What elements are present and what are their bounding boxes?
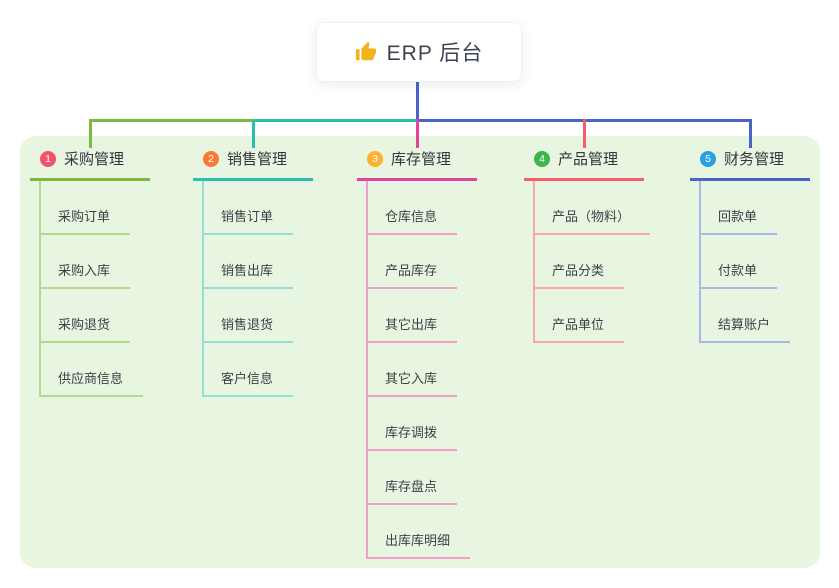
branch-label: 销售管理: [227, 151, 288, 168]
child-node-label: 其它入库: [385, 371, 438, 386]
child-node-label: 产品分类: [552, 263, 605, 278]
root-node-erp[interactable]: ERP 后台: [316, 22, 522, 82]
badge-4-icon: 4: [534, 150, 550, 167]
child-node-label: 采购退货: [58, 317, 111, 332]
branch-inventory-management: 3 库存管理 仓库信息产品库存其它出库其它入库库存调拨库存盘点出库库明细: [357, 148, 507, 559]
child-node-label: 库存盘点: [385, 479, 438, 494]
branch-label: 财务管理: [724, 151, 785, 168]
child-node[interactable]: 供应商信息: [40, 343, 144, 397]
child-node[interactable]: 付款单: [700, 235, 778, 289]
child-node-label: 供应商信息: [58, 371, 124, 386]
branch-finance-management: 5 财务管理 回款单付款单结算账户: [690, 148, 839, 343]
connector-line: [417, 119, 752, 122]
child-node-label: 销售退货: [221, 317, 274, 332]
branch-node-sales[interactable]: 2 销售管理: [193, 148, 313, 181]
badge-3-icon: 3: [367, 150, 383, 167]
badge-5-icon: 5: [700, 150, 716, 167]
branch-label: 产品管理: [558, 151, 619, 168]
child-node[interactable]: 库存盘点: [367, 451, 458, 505]
child-node-label: 产品库存: [385, 263, 438, 278]
connector-line: [90, 119, 253, 122]
child-node[interactable]: 采购订单: [40, 181, 131, 235]
child-node[interactable]: 产品（物料）: [534, 181, 651, 235]
child-node-label: 采购入库: [58, 263, 111, 278]
child-node[interactable]: 产品库存: [367, 235, 458, 289]
child-node[interactable]: 销售出库: [203, 235, 294, 289]
child-node[interactable]: 采购退货: [40, 289, 131, 343]
branch-node-purchase[interactable]: 1 采购管理: [30, 148, 150, 181]
child-node-label: 仓库信息: [385, 209, 438, 224]
child-node-label: 产品单位: [552, 317, 605, 332]
branch-label: 采购管理: [64, 151, 125, 168]
child-node[interactable]: 出库库明细: [367, 505, 471, 559]
connector-line: [416, 82, 419, 122]
child-node-label: 其它出库: [385, 317, 438, 332]
child-node[interactable]: 采购入库: [40, 235, 131, 289]
child-node[interactable]: 客户信息: [203, 343, 294, 397]
connector-line: [253, 119, 417, 122]
branch-sales-management: 2 销售管理 销售订单销售出库销售退货客户信息: [193, 148, 343, 397]
child-node-label: 销售订单: [221, 209, 274, 224]
child-node[interactable]: 结算账户: [700, 289, 791, 343]
child-node-label: 产品（物料）: [552, 209, 631, 224]
child-node[interactable]: 仓库信息: [367, 181, 458, 235]
branch-product-management: 4 产品管理 产品（物料） 产品分类产品单位: [524, 148, 674, 343]
child-node-label: 客户信息: [221, 371, 274, 386]
child-node[interactable]: 销售退货: [203, 289, 294, 343]
child-node-label: 库存调拨: [385, 425, 438, 440]
branch-node-product[interactable]: 4 产品管理: [524, 148, 644, 181]
child-node[interactable]: 其它入库: [367, 343, 458, 397]
child-node[interactable]: 回款单: [700, 181, 778, 235]
child-node[interactable]: 销售订单: [203, 181, 294, 235]
branch-children: 产品（物料） 产品分类产品单位: [524, 181, 674, 343]
child-node[interactable]: 产品分类: [534, 235, 625, 289]
badge-1-icon: 1: [40, 150, 56, 167]
child-node[interactable]: 产品单位: [534, 289, 625, 343]
child-node-label: 结算账户: [718, 317, 771, 332]
branch-children: 销售订单销售出库销售退货客户信息: [193, 181, 343, 397]
branches-panel: [20, 136, 820, 568]
child-node-label: 出库库明细: [385, 533, 451, 548]
branch-children: 仓库信息产品库存其它出库其它入库库存调拨库存盘点出库库明细: [357, 181, 507, 559]
child-node[interactable]: 库存调拨: [367, 397, 458, 451]
child-node-label: 回款单: [718, 209, 758, 224]
child-node[interactable]: 其它出库: [367, 289, 458, 343]
branch-node-inventory[interactable]: 3 库存管理: [357, 148, 477, 181]
branch-children: 回款单付款单结算账户: [690, 181, 839, 343]
child-node-label: 付款单: [718, 263, 758, 278]
branch-node-finance[interactable]: 5 财务管理: [690, 148, 810, 181]
branch-children: 采购订单采购入库采购退货供应商信息: [30, 181, 180, 397]
child-node-label: 销售出库: [221, 263, 274, 278]
root-title: ERP 后台: [386, 42, 484, 65]
child-node-label: 采购订单: [58, 209, 111, 224]
branch-label: 库存管理: [391, 151, 452, 168]
thumbs-up-icon: [355, 41, 376, 61]
badge-2-icon: 2: [203, 150, 219, 167]
branch-purchase-management: 1 采购管理 采购订单采购入库采购退货供应商信息: [30, 148, 180, 397]
